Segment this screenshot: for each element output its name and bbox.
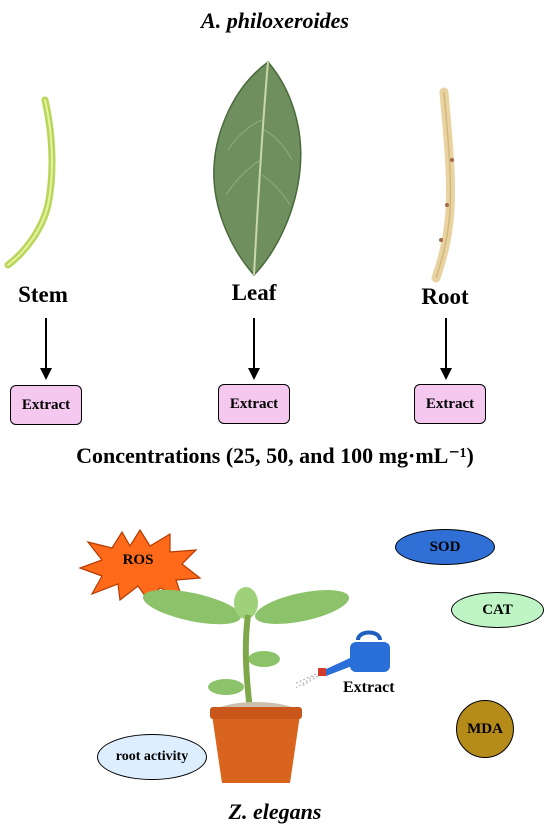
- plant-parts-illustration: [4, 60, 455, 283]
- stem-image: [4, 96, 56, 269]
- stem-extract-box: Extract: [10, 385, 82, 425]
- potted-plant-image: [143, 587, 350, 783]
- cat-oval: CAT: [451, 592, 544, 628]
- leaf-label: Leaf: [231, 280, 277, 305]
- root-label: Root: [421, 284, 469, 309]
- root-image: [431, 87, 455, 283]
- leaf-arrow-head: [248, 368, 260, 380]
- root-arrow-line: [445, 318, 447, 370]
- leaf-arrow-line: [253, 318, 255, 370]
- root-activity-oval: root activity: [97, 734, 207, 780]
- ros-label: ROS: [122, 552, 154, 568]
- stem-arrow-line: [45, 318, 47, 370]
- leaf-extract-box: Extract: [218, 384, 290, 424]
- stem-label: Stem: [18, 282, 68, 307]
- mda-circle: MDA: [456, 700, 514, 758]
- ros-starburst: [78, 528, 202, 602]
- bottom-title: Z. elegans: [228, 799, 322, 824]
- sod-oval: SOD: [395, 529, 495, 565]
- leaf-image: [213, 60, 302, 277]
- concentrations-text: Concentrations (25, 50, and 100 mg·mL⁻¹): [76, 443, 474, 468]
- stem-arrow-head: [40, 368, 52, 380]
- watering-can-icon: [293, 630, 390, 688]
- root-arrow-head: [440, 368, 452, 380]
- top-title: A. philoxeroides: [201, 8, 349, 33]
- root-extract-box: Extract: [414, 384, 486, 424]
- watering-extract-label: Extract: [343, 679, 395, 696]
